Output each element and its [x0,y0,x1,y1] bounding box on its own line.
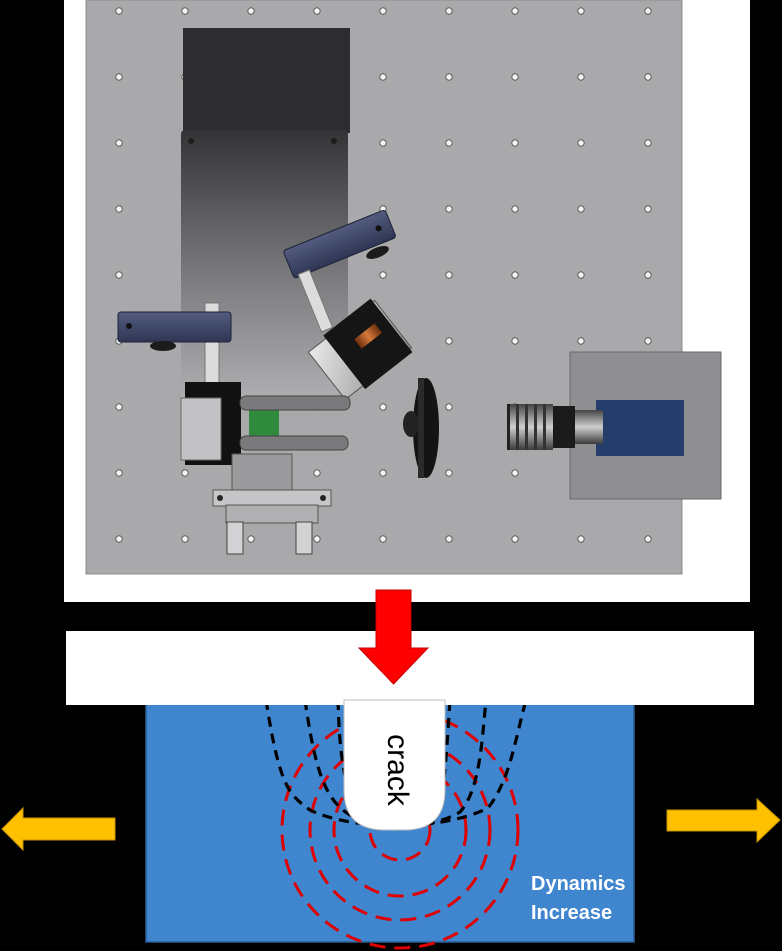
breadboard-hole [115,535,123,543]
breadboard-hole [644,337,652,345]
breadboard-hole [445,403,453,411]
breadboard-hole [313,535,321,543]
breadboard-hole [511,73,519,81]
breadboard-hole [115,73,123,81]
breadboard-hole [379,271,387,279]
breadboard-hole [379,73,387,81]
breadboard-hole [115,205,123,213]
breadboard-hole [644,271,652,279]
breadboard-hole [577,271,585,279]
breadboard-hole [577,337,585,345]
breadboard-hole [644,535,652,543]
crack-label: crack [381,734,414,807]
breadboard-hole [445,7,453,15]
breadboard-hole [115,271,123,279]
breadboard-hole [115,139,123,147]
camera-lens [507,404,553,450]
breadboard-hole [445,271,453,279]
breadboard-hole [313,469,321,477]
breadboard-hole [115,403,123,411]
breadboard-hole [577,73,585,81]
breadboard-hole [181,469,189,477]
breadboard-hole [511,7,519,15]
breadboard-hole [577,7,585,15]
crack-schematic: crack Dynamics Increase [1,589,781,950]
breadboard-hole [445,469,453,477]
breadboard-hole [644,139,652,147]
dynamics-label-line1: Dynamics [531,873,626,895]
breadboard-hole [577,205,585,213]
rotation-disk [403,378,439,478]
breadboard-hole [445,139,453,147]
green-board [249,409,279,438]
breadboard-hole [644,205,652,213]
crack-notch [343,699,446,831]
breadboard-hole [115,469,123,477]
breadboard-hole [181,535,189,543]
breadboard-hole [511,337,519,345]
breadboard-hole [445,205,453,213]
breadboard-hole [181,7,189,15]
breadboard-hole [247,535,255,543]
breadboard-hole [511,271,519,279]
breadboard-hole [644,7,652,15]
arm-right [283,209,396,279]
mirror-block [307,298,413,401]
breadboard-hole [379,139,387,147]
stage-mount-dark [183,28,350,133]
breadboard-hole [379,535,387,543]
tension-arrow-left-icon [1,806,116,852]
post-right [297,269,334,333]
arm-left [117,311,232,343]
tension-arrow-right-icon [666,797,781,844]
breadboard-hole [247,7,255,15]
breadboard-hole [445,73,453,81]
breadboard-hole [313,7,321,15]
breadboard-hole [644,73,652,81]
dynamics-label-line2: Increase [531,902,612,924]
breadboard-hole [511,139,519,147]
breadboard-hole [511,535,519,543]
breadboard-hole [577,535,585,543]
breadboard-hole [115,7,123,15]
breadboard-hole [511,469,519,477]
breadboard-hole [379,7,387,15]
breadboard-hole [445,337,453,345]
breadboard-hole [379,469,387,477]
breadboard-hole [577,139,585,147]
breadboard-hole [445,535,453,543]
breadboard-hole [511,205,519,213]
load-arrow-icon [357,589,430,685]
breadboard-hole [379,403,387,411]
setup-illustration [64,0,750,602]
camera-body [596,400,684,456]
